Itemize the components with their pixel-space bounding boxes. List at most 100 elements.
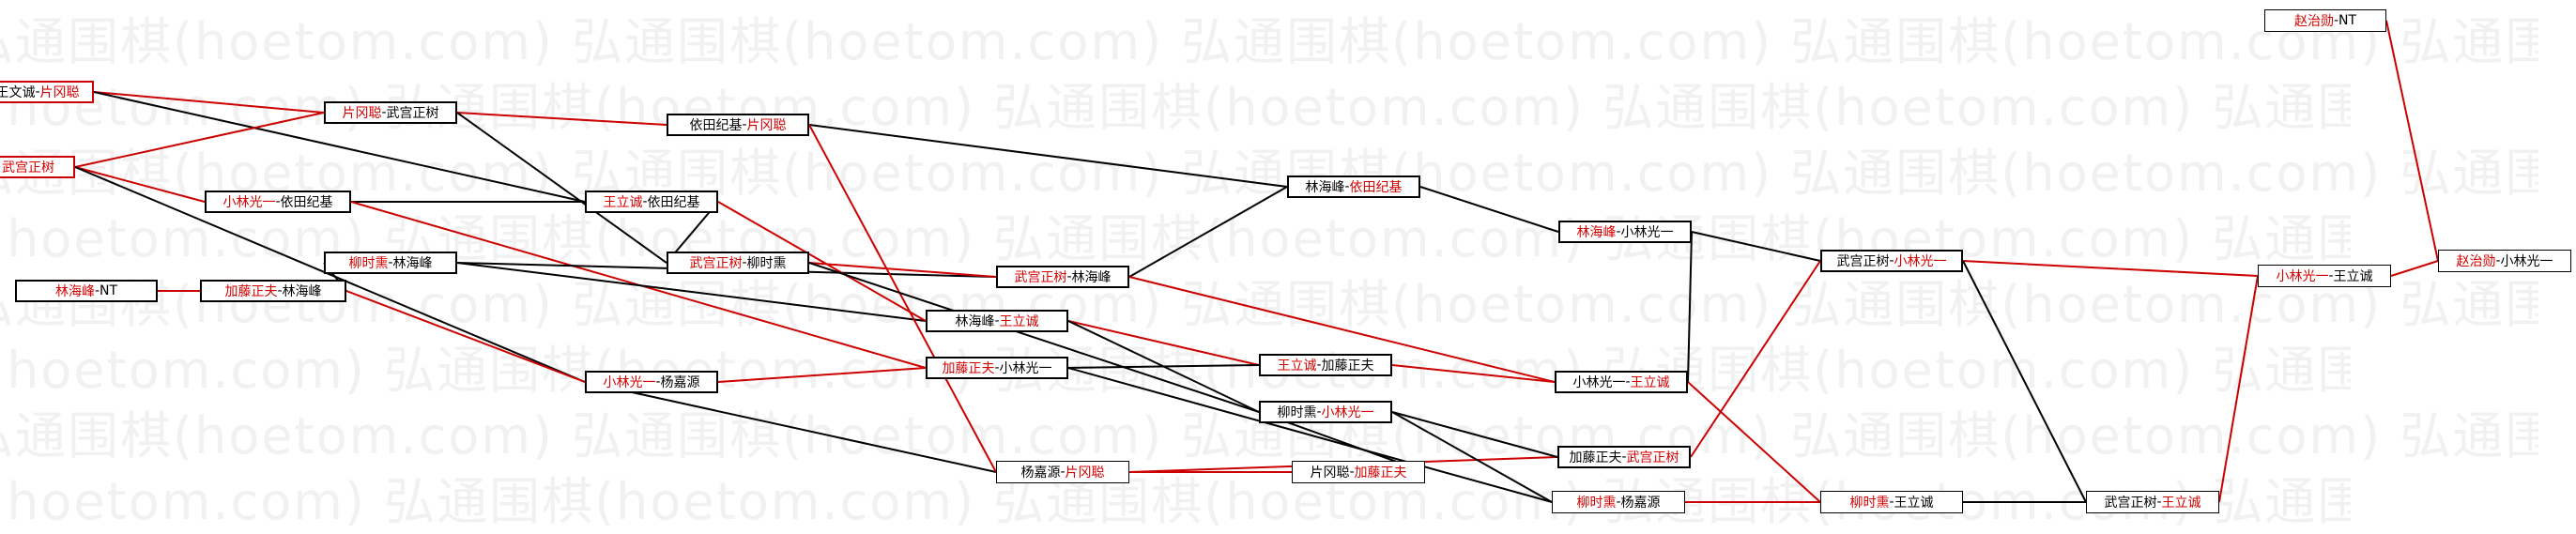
player-separator: - [1316, 358, 1322, 373]
match-node-m4[interactable]: 片冈聪-武宫正树 [324, 101, 457, 124]
match-node-m3[interactable]: 林海峰-NT [15, 280, 158, 302]
player-separator: - [1621, 450, 1627, 465]
player-separator: - [1616, 495, 1621, 510]
match-node-m25[interactable]: 柳时熏-王立诚 [1820, 491, 1963, 513]
player-right: 柳时熏 [746, 256, 787, 271]
player-separator: - [2328, 268, 2334, 283]
bracket-connector-16 [808, 124, 1288, 188]
player-left: 武宫正树 [689, 256, 743, 271]
player-separator: - [742, 255, 747, 270]
match-node-m27[interactable]: 小林光一-王立诚 [2258, 265, 2391, 287]
player-separator: - [994, 313, 1000, 328]
match-node-m6[interactable]: 柳时熏-林海峰 [324, 252, 457, 274]
player-separator: - [1060, 465, 1066, 480]
bracket-connector-21 [808, 262, 1260, 413]
player-separator: - [1625, 374, 1631, 389]
player-separator: - [655, 374, 661, 389]
player-right: 杨嘉源 [1620, 496, 1661, 511]
player-right: 林海峰 [1071, 270, 1112, 285]
match-node-m7[interactable]: 加藤正夫-林海峰 [200, 280, 346, 302]
player-left: 林海峰 [1305, 180, 1345, 195]
bracket-connector-33 [1391, 411, 1553, 503]
bracket-connector-24 [1067, 320, 1260, 366]
player-left: 片冈聪 [342, 106, 382, 121]
player-separator: - [642, 194, 648, 209]
player-right: 片冈聪 [39, 85, 80, 100]
player-separator: - [2156, 495, 2162, 510]
player-left: 林海峰 [955, 314, 995, 329]
player-separator: - [275, 194, 281, 209]
player-right: 林海峰 [392, 256, 433, 271]
bracket-connector-31 [1391, 364, 1556, 383]
match-node-m10[interactable]: 王立诚-依田纪基 [585, 191, 718, 213]
player-left: 小林光一 [222, 195, 276, 210]
bracket-connector-43 [2218, 275, 2259, 503]
bracket-connector-1 [93, 91, 586, 203]
player-left: 赵治勋 [2293, 14, 2334, 29]
player-left: 柳时熏 [1576, 496, 1617, 511]
match-node-m18[interactable]: 柳时熏-小林光一 [1259, 401, 1392, 423]
player-right: 小林光一 [1620, 225, 1674, 240]
match-node-m12[interactable]: 武宫正树-林海峰 [996, 266, 1129, 288]
player-left: 王立诚 [1277, 359, 1317, 374]
player-separator: - [1349, 465, 1355, 480]
match-node-m2[interactable]: 武宫正树 [0, 156, 75, 178]
bracket-connector-17 [808, 124, 997, 473]
player-separator: - [2333, 13, 2339, 28]
player-right: 加藤正夫 [1354, 465, 1407, 481]
bracket-connector-26 [1067, 364, 1260, 369]
match-node-m21[interactable]: 小林光一-王立诚 [1555, 371, 1688, 393]
match-node-m9[interactable]: 依田纪基-片冈聪 [667, 114, 809, 136]
bracket-connector-40 [1962, 260, 2259, 277]
player-left: 柳时熏 [1849, 496, 1890, 511]
match-node-m13[interactable]: 林海峰-王立诚 [926, 310, 1068, 332]
match-node-m29[interactable]: 赵治勋-小林光一 [2438, 250, 2571, 272]
player-left: 小林光一 [2276, 269, 2329, 284]
match-node-m22[interactable]: 加藤正夫-武宫正树 [1557, 446, 1691, 468]
match-node-m1[interactable]: 王文诚-片冈聪 [0, 81, 94, 103]
bracket-connector-27 [1067, 367, 1553, 503]
player-right: 杨嘉源 [660, 375, 700, 390]
match-node-m23[interactable]: 柳时熏-杨嘉源 [1552, 491, 1685, 513]
player-right: 片冈聪 [1065, 465, 1105, 481]
player-separator: - [1616, 224, 1621, 239]
match-node-m28[interactable]: 赵治勋-NT [2264, 9, 2386, 32]
match-node-m26[interactable]: 武宫正树-王立诚 [2086, 491, 2219, 513]
bracket-connector-0 [93, 91, 325, 114]
bracket-connector-3 [74, 166, 206, 203]
bracket-connector-37 [1687, 381, 1821, 503]
player-left: 杨嘉源 [1020, 465, 1061, 481]
bracket-connector-30 [1419, 186, 1559, 233]
match-node-m16[interactable]: 林海峰-依田纪基 [1287, 175, 1420, 198]
player-separator: - [1889, 253, 1894, 268]
player-left: 赵治勋 [2456, 254, 2496, 269]
player-left: 小林光一 [1572, 375, 1626, 390]
match-node-m11[interactable]: 武宫正树-柳时熏 [667, 252, 809, 274]
bracket-connector-23 [1128, 276, 1556, 383]
player-right: 武宫正树 [1626, 450, 1679, 465]
match-node-m19[interactable]: 片冈聪-加藤正夫 [1292, 461, 1425, 483]
player-right: 依田纪基 [1349, 180, 1403, 195]
match-node-m5[interactable]: 小林光一-依田纪基 [205, 191, 351, 213]
match-node-m20[interactable]: 林海峰-小林光一 [1558, 221, 1692, 243]
match-node-m8[interactable]: 小林光一-杨嘉源 [585, 371, 718, 393]
player-separator: - [277, 283, 283, 298]
player-left: 依田纪基 [689, 118, 743, 133]
match-node-m14[interactable]: 加藤正夫-小林光一 [926, 357, 1068, 379]
match-node-m17[interactable]: 王立诚-加藤正夫 [1259, 354, 1392, 376]
match-node-m15[interactable]: 杨嘉源-片冈聪 [996, 461, 1129, 483]
player-right: 小林光一 [1894, 254, 1947, 269]
player-right: 王立诚 [1894, 496, 1934, 511]
bracket-connector-41 [1962, 260, 2087, 503]
bracket-connector-6 [456, 112, 667, 126]
player-separator: - [1344, 179, 1350, 194]
player-right: NT [100, 283, 118, 298]
bracket-connector-36 [1687, 231, 1693, 383]
bracket-connector-7 [456, 112, 667, 264]
player-right: 小林光一 [999, 361, 1052, 376]
player-right: 片冈聪 [746, 118, 787, 133]
player-separator: - [742, 117, 747, 132]
match-node-m24[interactable]: 武宫正树-小林光一 [1820, 250, 1963, 272]
bracket-connector-45 [2385, 20, 2439, 262]
bracket-connector-19 [717, 201, 927, 322]
